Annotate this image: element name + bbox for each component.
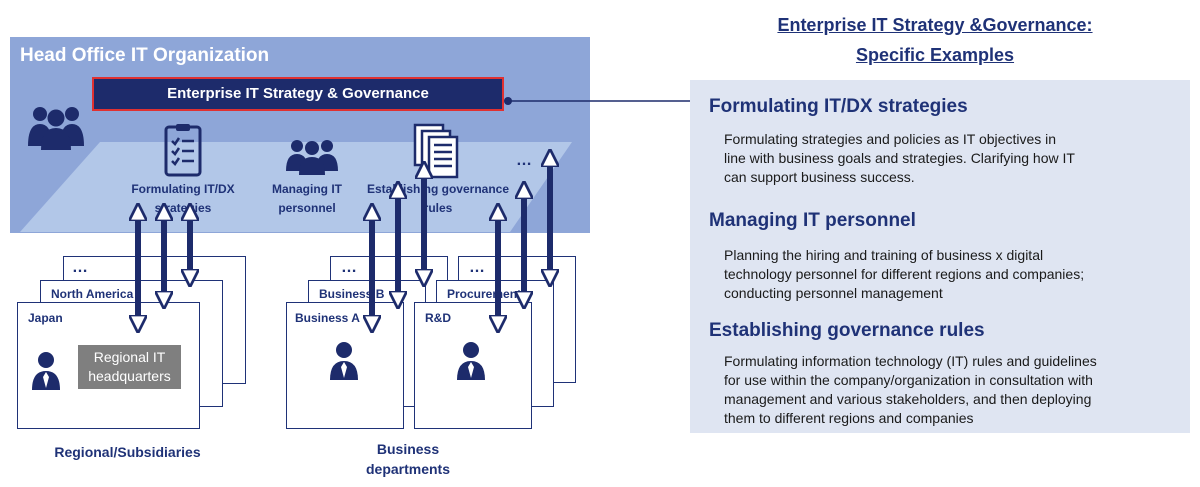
more-functions: … [516, 152, 533, 169]
section-text-personnel: Planning the hiring and training of busi… [724, 247, 1085, 301]
section-heading-dx: Formulating IT/DX strategies [709, 96, 968, 117]
enterprise-it-banner: Enterprise IT Strategy & Governance [92, 77, 504, 111]
person-icon [457, 342, 485, 380]
section-heading-governance: Establishing governance rules [709, 320, 985, 341]
personnel-group-icon [286, 140, 338, 175]
section-heading-personnel: Managing IT personnel [709, 210, 916, 231]
connection-arrows [0, 0, 600, 487]
checklist-icon [164, 124, 202, 177]
group-people-icon [28, 107, 84, 150]
head-office-title: Head Office IT Organization [20, 45, 270, 66]
examples-panel [690, 80, 1190, 433]
person-icon [32, 352, 60, 390]
documents-icon [413, 123, 459, 179]
person-icon [330, 342, 358, 380]
section-text-governance: Formulating information technology (IT) … [724, 353, 1097, 426]
section-text-dx: Formulating strategies and policies as I… [724, 131, 1075, 185]
caption-regional: Regional/Subsidiaries [54, 444, 201, 460]
right-panel-title: Enterprise IT Strategy &Governance:Speci… [777, 15, 1093, 65]
